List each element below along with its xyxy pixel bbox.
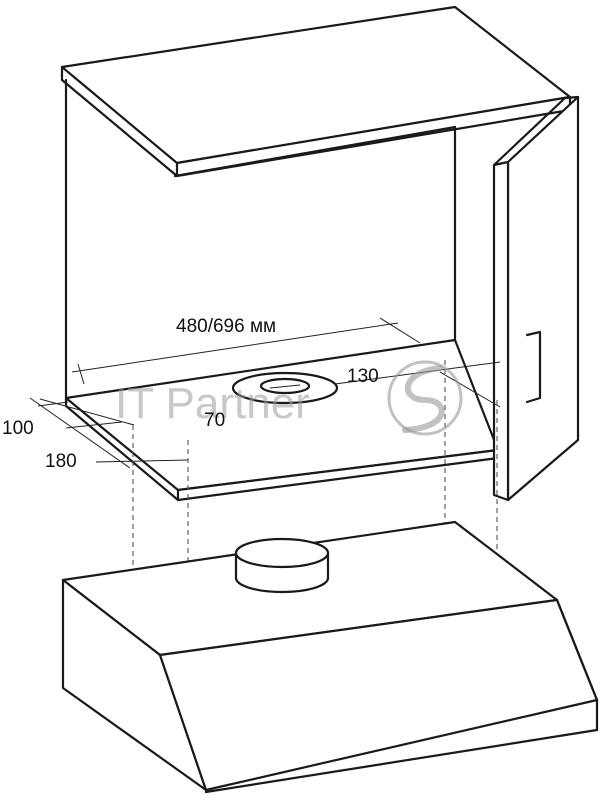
hood-exhaust-collar (234, 537, 330, 594)
width-label: 480/696 мм (176, 316, 276, 337)
duct-diameter-label: 70 (204, 410, 225, 431)
cooker-hood (61, 520, 599, 794)
offset-front-1-label: 100 (2, 418, 34, 439)
watermark-logo-icon (387, 360, 463, 436)
watermark-text: IT Partner (115, 379, 310, 428)
wall-cabinet (60, 5, 572, 502)
offset-front-2-label: 180 (45, 451, 77, 472)
dimension-lines (29, 317, 501, 469)
cabinet-door (492, 95, 580, 502)
watermark: IT Partner (115, 360, 463, 436)
offset-right-label: 130 (347, 366, 379, 387)
duct-opening (231, 371, 339, 405)
dimension-labels: 480/696 мм 130 70 100 180 (2, 316, 379, 472)
door-handle (525, 330, 542, 404)
